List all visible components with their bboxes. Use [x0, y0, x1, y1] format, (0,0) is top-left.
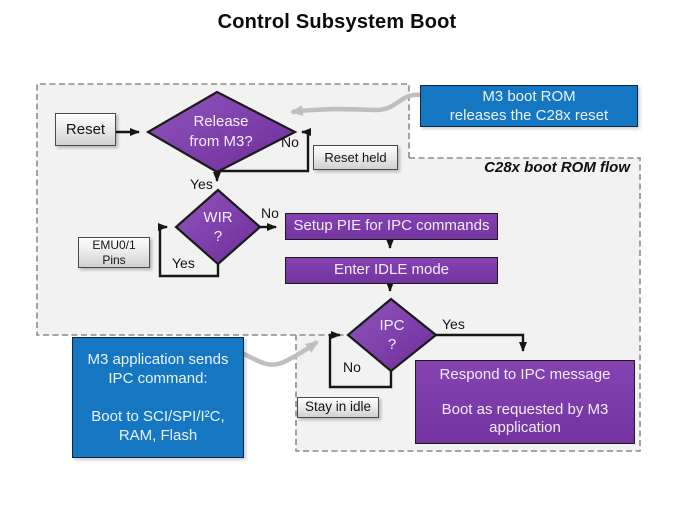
- emu-pins-line1: EMU0/1: [92, 238, 136, 253]
- flow-ipc-yes-to-respond: [436, 333, 527, 352]
- stay-in-idle-node: Stay in idle: [297, 397, 379, 418]
- ipc-yes-label: Yes: [442, 316, 465, 332]
- m3-boot-rom-callout: M3 boot ROM releases the C28x reset: [420, 85, 638, 127]
- flow-wir-yes-loop: [158, 223, 220, 278]
- callout-arrow-m3bootrom: [289, 92, 422, 116]
- release-no-label: No: [281, 134, 299, 150]
- enter-idle-label: Enter IDLE mode: [333, 261, 450, 279]
- stay-in-idle-label: Stay in idle: [304, 399, 372, 415]
- m3-boot-rom-line1: M3 boot ROM: [482, 87, 576, 105]
- flow-ipc-no-loop: [328, 331, 393, 389]
- setup-pie-label: Setup PIE for IPC commands: [293, 217, 490, 235]
- m3-app-line2: IPC command:: [108, 370, 208, 387]
- wir-diamond: [174, 188, 262, 266]
- m3-app-callout: M3 application sends IPC command: Boot t…: [72, 337, 244, 458]
- c28x-region-label: C28x boot ROM flow: [484, 159, 630, 176]
- ipc-no-label: No: [343, 359, 361, 375]
- reset-node-label: Reset: [65, 120, 106, 138]
- release-from-m3-diamond: [145, 90, 298, 174]
- c28x-region-border: [295, 157, 641, 452]
- wir-no-label: No: [261, 205, 279, 221]
- emu-pins-node: EMU0/1 Pins: [78, 237, 150, 268]
- wir-yes-label: Yes: [172, 255, 195, 271]
- m3-boot-rom-line2: releases the C28x reset: [449, 107, 609, 124]
- callout-arrow-m3app: [240, 340, 319, 367]
- m3-app-line3: Boot to SCI/SPI/I²C,: [91, 407, 225, 425]
- respond-ipc-line2: Boot as requested by M3 application: [441, 400, 609, 437]
- reset-held-node: Reset held: [313, 145, 398, 170]
- release-yes-label: Yes: [190, 176, 213, 192]
- m3-app-line1: M3 application sends: [87, 350, 229, 368]
- ipc-diamond: [346, 297, 438, 373]
- respond-ipc-node: Respond to IPC message Boot as requested…: [415, 360, 635, 444]
- flow-release-no-loop: [219, 128, 311, 173]
- m3-app-line4: RAM, Flash: [118, 427, 198, 444]
- reset-held-label: Reset held: [324, 149, 387, 165]
- enter-idle-node: Enter IDLE mode: [285, 257, 498, 284]
- boot-region-border: [36, 83, 410, 336]
- slide-title: Control Subsystem Boot: [217, 11, 457, 33]
- setup-pie-node: Setup PIE for IPC commands: [285, 213, 498, 240]
- emu-pins-line2: Pins: [102, 252, 126, 267]
- reset-node: Reset: [55, 113, 116, 146]
- respond-ipc-line1: Respond to IPC message: [439, 365, 611, 383]
